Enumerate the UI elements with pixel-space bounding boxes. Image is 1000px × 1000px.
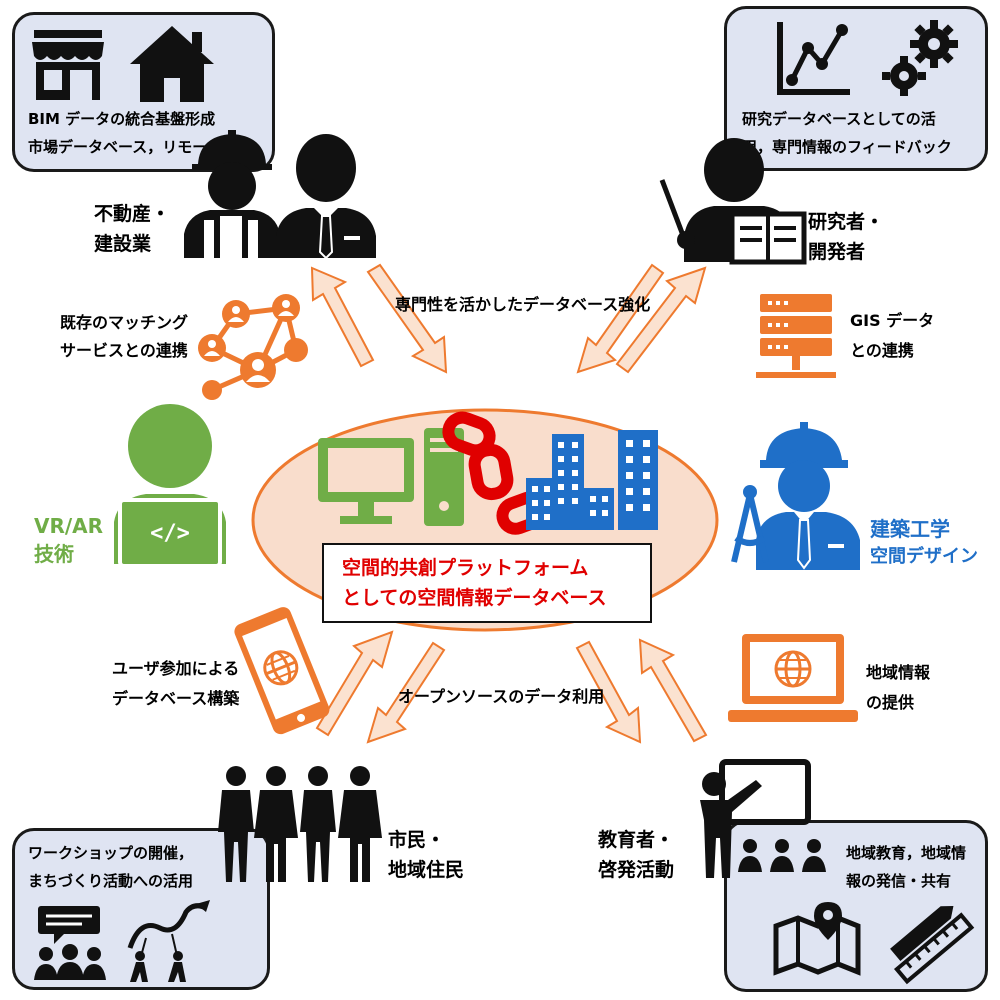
architecture-label-2: 空間デザイン <box>870 546 978 567</box>
monitor-icon <box>318 438 414 524</box>
gis-label-1: GIS データ <box>850 311 935 330</box>
laptop-icon <box>728 634 858 722</box>
construction-workers-icon <box>184 130 376 260</box>
top-right-text-1: 研究データベースとしての活 <box>742 110 936 128</box>
audience-icon <box>738 839 826 872</box>
gis-label-2: との連携 <box>850 341 914 360</box>
bottom-arrow-label: オープンソースのデータ利用 <box>398 687 605 706</box>
bottom-right-text-1: 地域教育，地域情 <box>846 844 967 862</box>
center-platform-label: 空間的共創プラットフォーム としての空間情報データベース <box>322 543 652 623</box>
bottom-left-text-2: まちづくり活動への活用 <box>28 872 194 890</box>
gears-icon <box>882 20 958 96</box>
matching-label-2: サービスとの連携 <box>60 341 188 360</box>
teacher-icon <box>700 759 811 878</box>
computer-tower-icon <box>424 428 464 526</box>
educator-label-2: 啓発活動 <box>598 859 675 881</box>
store-icon <box>32 30 104 100</box>
developer-icon: </> <box>114 404 226 568</box>
top-arrow-label: 専門性を活かしたデータベース強化 <box>395 295 651 314</box>
top-left-text-2: 市場データベース，リモート査定 <box>28 138 253 156</box>
dragon-dance-icon <box>127 900 210 982</box>
engineer-icon <box>731 422 860 570</box>
real-estate-label-2: 建設業 <box>94 233 152 255</box>
svg-text:</>: </> <box>150 521 190 546</box>
citizens-label-2: 地域住民 <box>388 859 465 881</box>
top-right-text-2: 用，専門情報のフィードバック <box>742 138 952 156</box>
network-icon <box>198 294 308 400</box>
matching-label-1: 既存のマッチング <box>60 313 189 332</box>
educator-label-1: 教育者・ <box>598 829 675 851</box>
center-label-line-2: としての空間情報データベース <box>342 587 607 609</box>
citizens-icon <box>218 766 382 882</box>
real-estate-label-1: 不動産・ <box>94 203 171 225</box>
bottom-right-text-2: 報の発信・共有 <box>846 872 952 890</box>
architecture-label-1: 建築工学 <box>870 517 950 541</box>
meeting-icon <box>34 906 106 980</box>
house-icon <box>130 26 214 102</box>
user-db-label-1: ユーザ参加による <box>112 659 240 678</box>
top-left-text-1: BIM データの統合基盤形成 <box>28 110 216 128</box>
researcher-label-1: 研究者・ <box>808 211 885 233</box>
user-db-label-2: データベース構築 <box>112 689 240 708</box>
vrar-label-1: VR/AR <box>34 514 104 538</box>
researcher-label-2: 開発者 <box>808 241 866 263</box>
map-pin-icon <box>773 902 861 976</box>
ruler-pencil-icon <box>890 905 975 985</box>
researcher-icon <box>659 138 807 265</box>
regional-label-1: 地域情報 <box>866 663 931 682</box>
bottom-left-text-1: ワークショップの開催， <box>28 844 194 862</box>
vrar-label-2: 技術 <box>34 542 74 566</box>
regional-label-2: の提供 <box>866 693 915 712</box>
smartphone-icon <box>234 607 330 735</box>
center-label-line-1: 空間的共創プラットフォーム <box>342 557 589 579</box>
buildings-icon <box>526 430 658 530</box>
line-chart-icon <box>777 22 850 95</box>
server-icon <box>756 294 836 378</box>
citizens-label-1: 市民・ <box>388 829 446 851</box>
